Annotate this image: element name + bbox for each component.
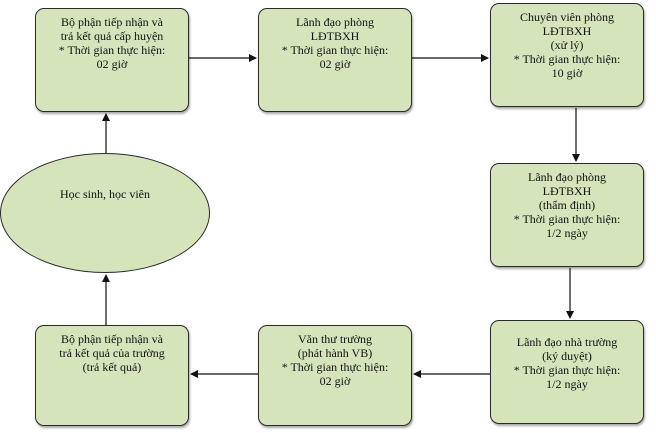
node-dept-head-appraisal: Lãnh đạo phòng LĐTBXH (thẩm định) * Thời… <box>490 163 644 267</box>
node-text-line: * Thời gian thực hiện: <box>513 212 621 226</box>
node-text-line: LĐTBXH <box>542 184 592 198</box>
node-text-line: Lãnh đạo nhà trường <box>516 335 618 349</box>
node-text-line: (ký duyệt) <box>542 349 592 363</box>
node-text-line: 02 giờ <box>96 57 128 71</box>
node-text-line: 10 giờ <box>551 66 583 80</box>
node-school-reception: Bộ phận tiếp nhận và trả kết quả của trư… <box>35 325 189 426</box>
node-text-line: * Thời gian thực hiện: <box>513 363 621 377</box>
node-text-line: * Thời gian thực hiện: <box>281 360 389 374</box>
node-text-line: (phát hành VB) <box>297 346 373 360</box>
node-text-line: Bộ phận tiếp nhận và <box>61 15 163 29</box>
node-text-line: Bộ phận tiếp nhận và <box>61 332 163 346</box>
node-text-line: LĐTBXH <box>310 29 360 43</box>
node-text-line: * Thời gian thực hiện: <box>513 52 621 66</box>
node-school-leader: Lãnh đạo nhà trường (ký duyệt) * Thời gi… <box>490 320 644 424</box>
node-text-line: Lãnh đạo phòng <box>296 15 374 29</box>
node-text-line: 1/2 ngày <box>546 226 588 240</box>
node-school-clerk: Văn thư trường (phát hành VB) * Thời gia… <box>258 325 412 426</box>
node-text-line: trả kết quả cấp huyện <box>60 29 164 43</box>
node-text-line: (xử lý) <box>550 38 584 52</box>
node-text-line: Chuyên viên phòng <box>520 10 614 24</box>
node-students: Học sinh, học viên <box>0 153 210 273</box>
node-text-line: Văn thư trường <box>297 332 372 346</box>
node-dept-head-review: Lãnh đạo phòng LĐTBXH * Thời gian thực h… <box>258 8 412 112</box>
node-text-line: (trả kết quả) <box>82 360 142 374</box>
node-specialist: Chuyên viên phòng LĐTBXH (xử lý) * Thời … <box>490 3 644 107</box>
node-text-line: * Thời gian thực hiện: <box>58 43 166 57</box>
node-text-line: (thẩm định) <box>538 198 596 212</box>
node-text-line: * Thời gian thực hiện: <box>281 43 389 57</box>
node-text-line: 02 giờ <box>319 374 351 388</box>
node-text-line: Lãnh đạo phòng <box>528 170 606 184</box>
node-text-line: trả kết quả của trường <box>59 346 165 360</box>
node-text-line: 1/2 ngày <box>546 377 588 391</box>
node-text-line: 02 giờ <box>319 57 351 71</box>
node-district-reception: Bộ phận tiếp nhận và trả kết quả cấp huy… <box>35 8 189 112</box>
node-text-line: LĐTBXH <box>542 24 592 38</box>
node-text-line: Học sinh, học viên <box>60 187 150 201</box>
